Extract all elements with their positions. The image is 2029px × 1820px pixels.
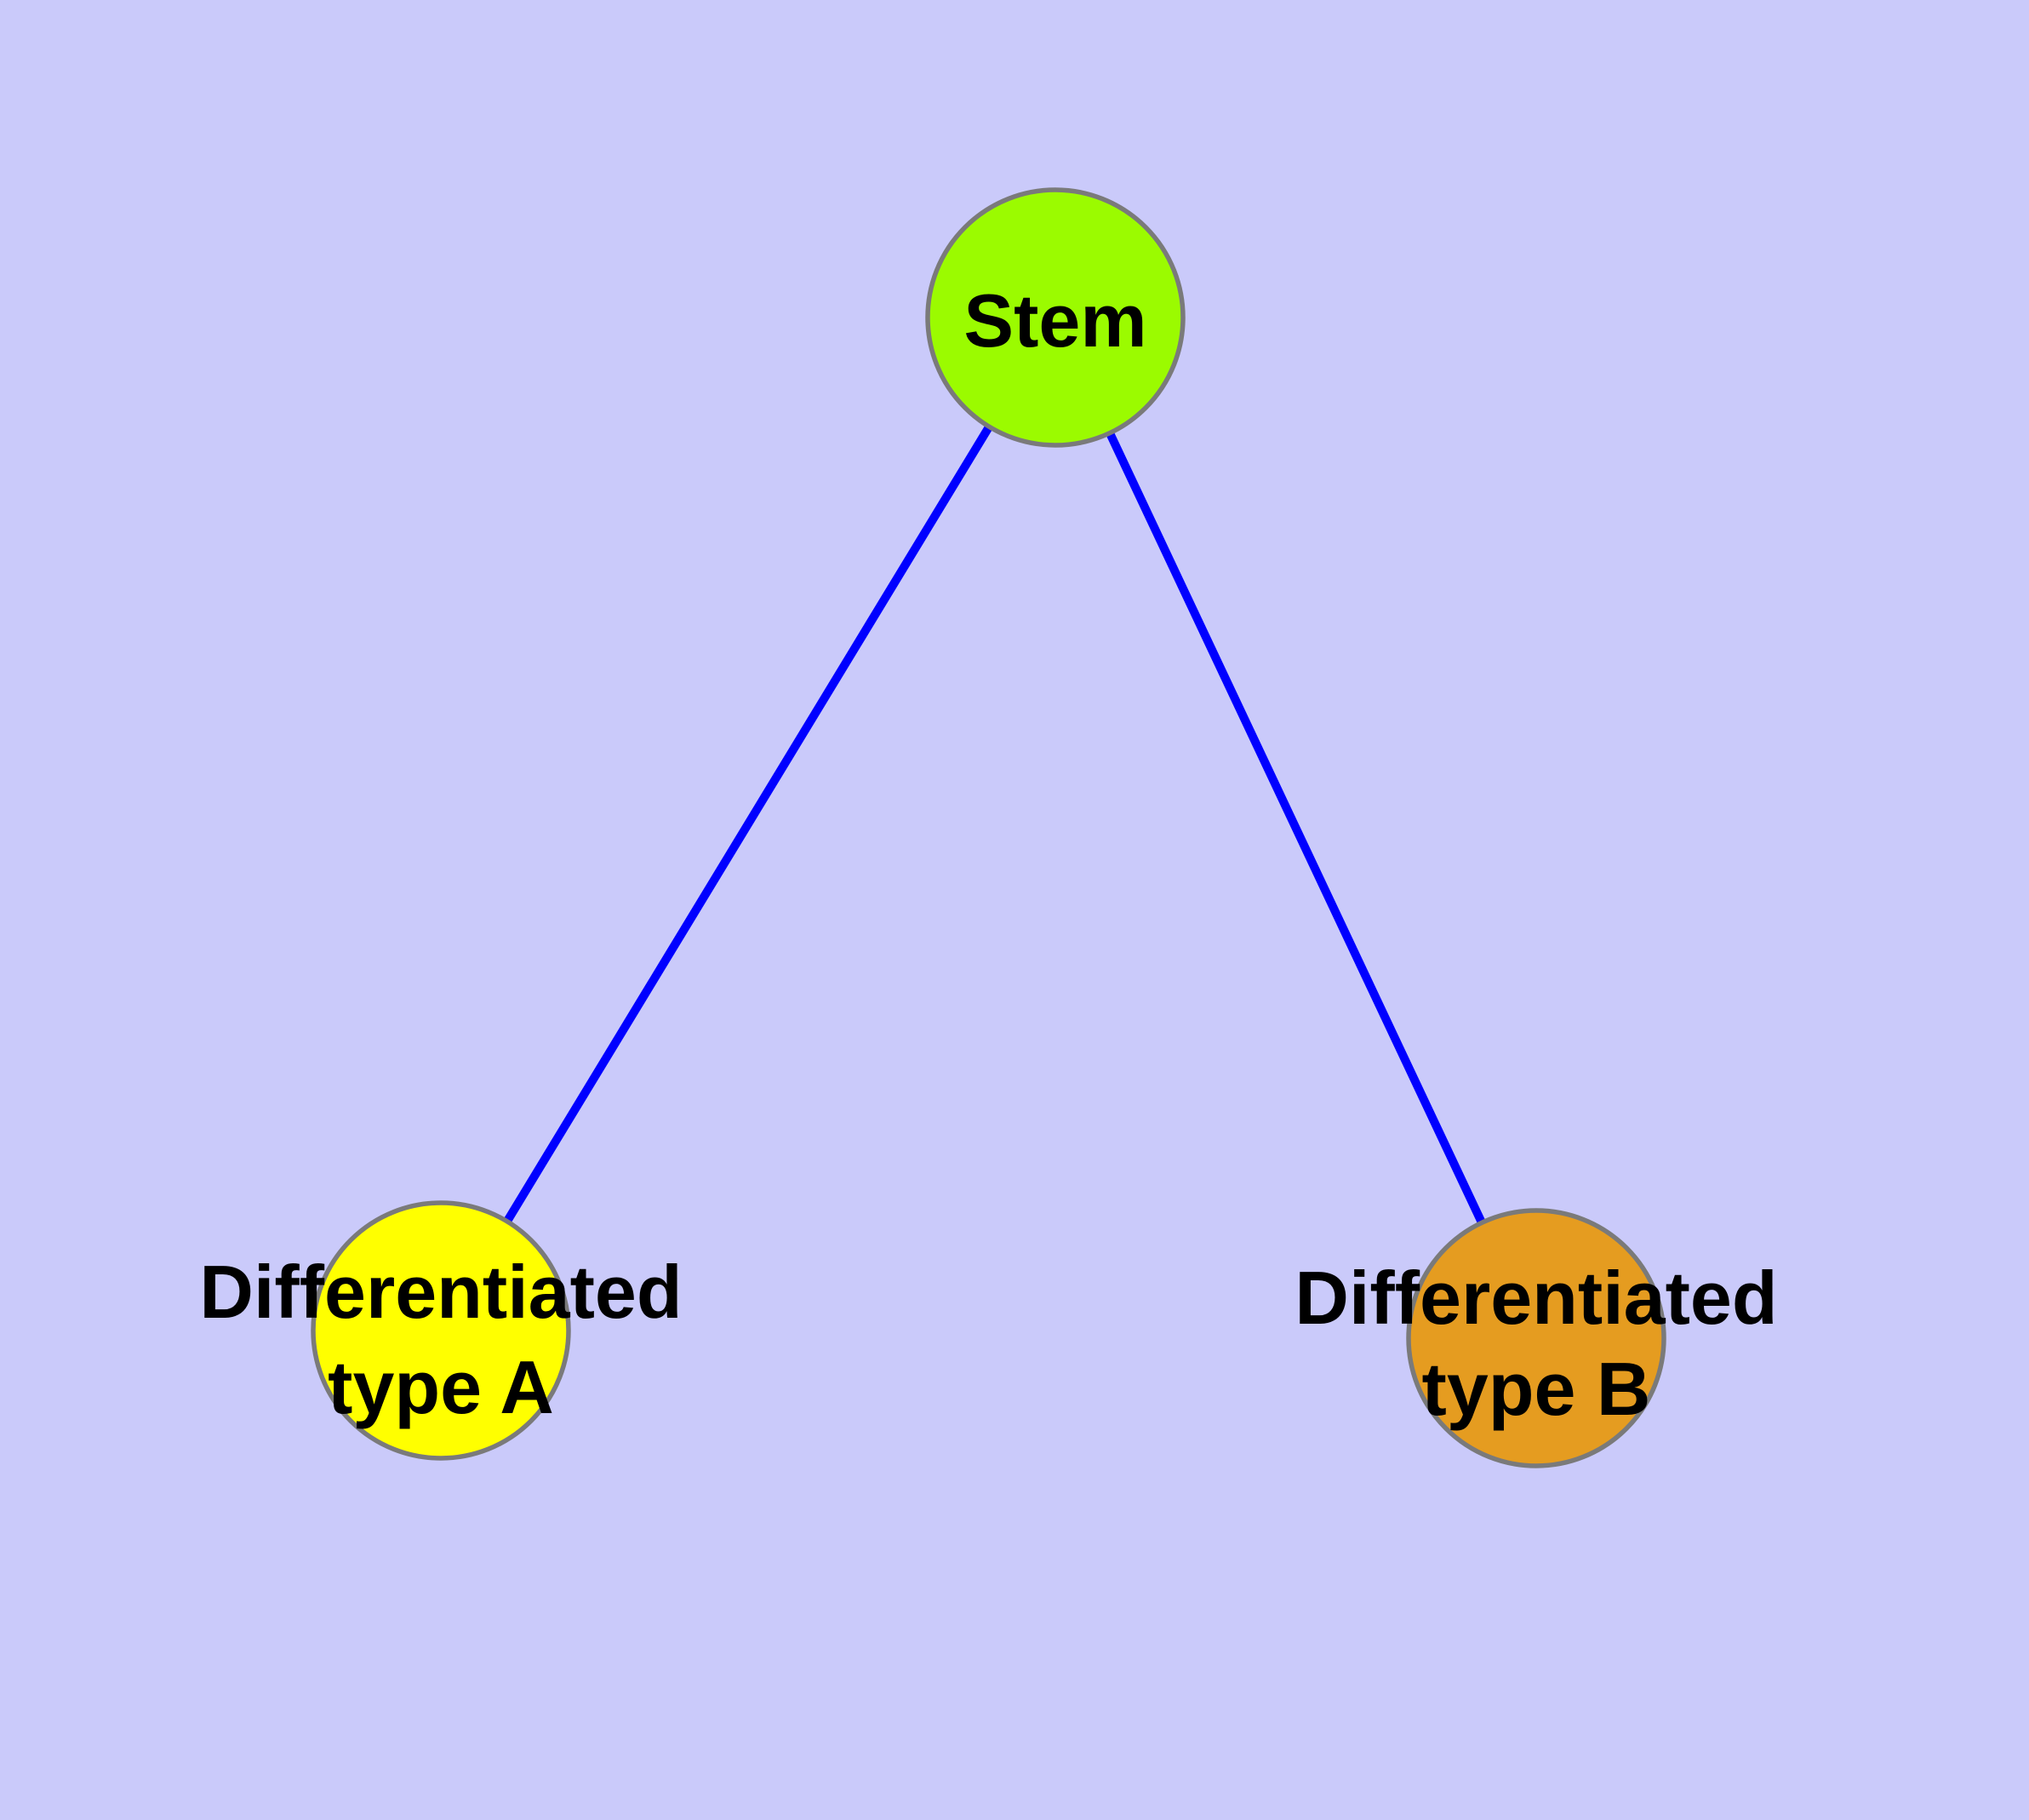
node-stem-label: Stem [963, 278, 1146, 363]
node-type-b-label-line2: type B [1422, 1347, 1651, 1431]
node-differentiated-type-b: Differentiated type B [1295, 1208, 1778, 1468]
node-stem-circle [925, 187, 1186, 448]
node-type-a-label-line1: Differentiated [199, 1250, 682, 1334]
node-type-b-label-line1: Differentiated [1295, 1256, 1777, 1340]
node-type-a-label-line2: type A [328, 1345, 554, 1429]
node-differentiated-type-a: Differentiated type A [199, 1200, 683, 1461]
edge-stem-to-type-b [1051, 315, 1540, 1341]
edge-stem-to-type-a [437, 315, 1060, 1333]
node-type-b-circle [1406, 1208, 1666, 1468]
node-stem: Stem [925, 187, 1186, 448]
node-type-a-circle [311, 1200, 571, 1461]
